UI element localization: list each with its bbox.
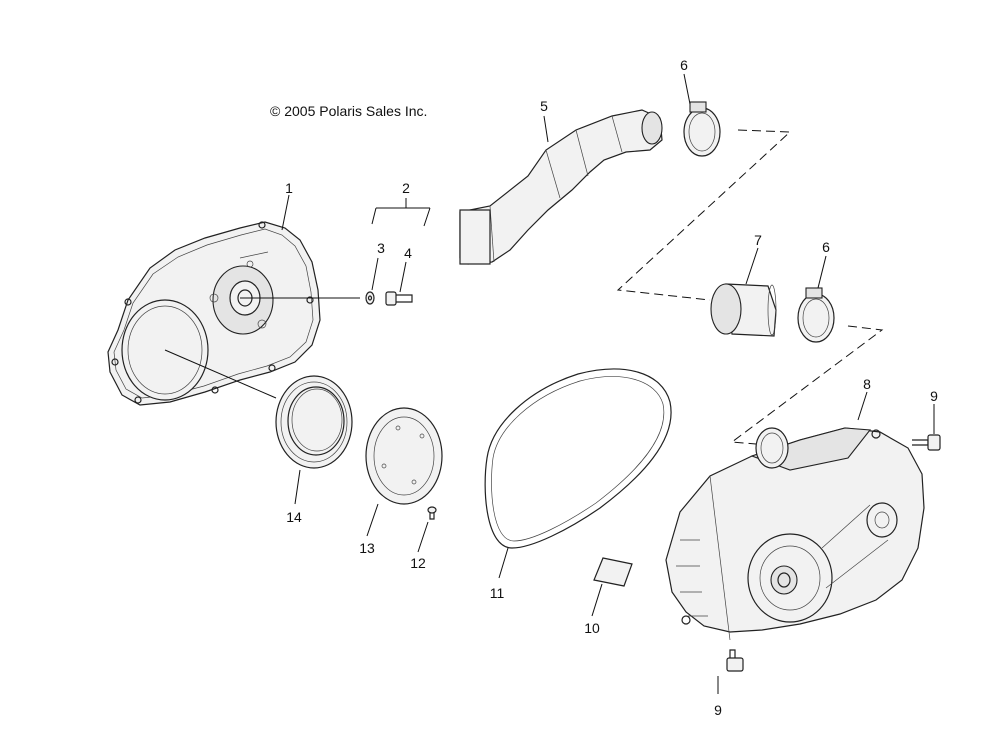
callout-8: 8 — [863, 376, 871, 392]
part-screw — [427, 506, 437, 520]
callout-5: 5 — [540, 98, 548, 114]
callout-13: 13 — [359, 540, 375, 556]
callout-10: 10 — [584, 620, 600, 636]
part-drive-belt — [484, 368, 672, 549]
leader-lines — [164, 73, 935, 694]
part-intake-duct — [459, 109, 663, 265]
callout-11: 11 — [490, 585, 505, 601]
callout-1: 1 — [285, 180, 293, 196]
part-plate — [365, 407, 443, 505]
part-seal — [275, 375, 353, 469]
callout-14: 14 — [286, 509, 302, 525]
part-washer — [365, 291, 375, 305]
copyright-notice: © 2005 Polaris Sales Inc. — [270, 103, 428, 119]
part-outer-cover — [665, 427, 925, 641]
callout-9-lower: 9 — [714, 702, 722, 718]
part-bolt — [385, 291, 413, 306]
callout-9-upper: 9 — [930, 388, 938, 404]
part-bolt-upper — [912, 434, 941, 451]
part-bolt-lower — [726, 649, 744, 672]
callout-3: 3 — [377, 240, 385, 256]
callout-7: 7 — [754, 232, 762, 248]
part-clamp-upper — [683, 101, 721, 157]
part-clamp-lower — [797, 287, 835, 343]
callout-2: 2 — [402, 180, 410, 196]
part-sleeve — [710, 283, 777, 337]
callout-6-lower: 6 — [822, 239, 830, 255]
callout-12: 12 — [410, 555, 426, 571]
part-inner-cover — [107, 221, 321, 406]
part-decal — [593, 557, 633, 587]
callout-6-upper: 6 — [680, 57, 688, 73]
callout-4: 4 — [404, 245, 412, 261]
